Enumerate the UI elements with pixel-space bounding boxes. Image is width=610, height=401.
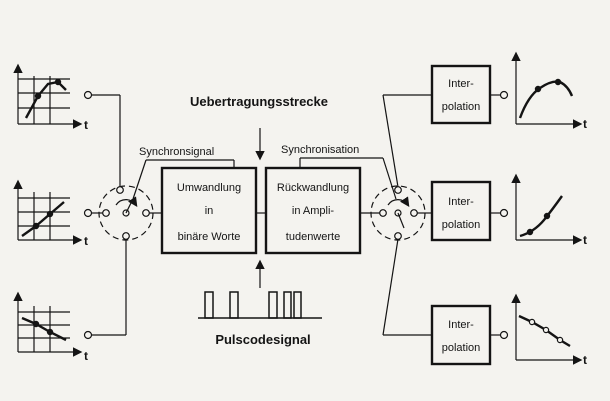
interpolation-2-line-2: polation — [442, 219, 481, 231]
interpolation-box-1 — [430, 64, 492, 125]
interpolation-3-line-2: polation — [442, 342, 481, 354]
sync-signal-label: Synchronsignal — [139, 146, 214, 158]
terminal-node — [499, 330, 509, 340]
input-signal-1-graph — [13, 63, 83, 129]
interpolation-3-line-1: Inter- — [448, 319, 474, 331]
transmission-path-label: Uebertragungsstrecke — [190, 94, 328, 109]
pcm-signal-label: Pulscodesignal — [215, 332, 310, 347]
t-axis-label: t — [583, 117, 587, 131]
t-axis-label: t — [84, 349, 88, 363]
output-signal-3-graph — [511, 293, 583, 365]
reconverter-line-2: in Ampli- — [292, 205, 335, 217]
terminal-node — [83, 330, 93, 340]
output-signal-2-graph — [511, 173, 583, 245]
synchronisation-label: Synchronisation — [281, 144, 359, 156]
terminal-node — [499, 208, 509, 218]
t-axis-label: t — [84, 234, 88, 248]
interpolation-box-2 — [430, 180, 492, 242]
input-signal-2-graph — [13, 179, 83, 245]
input-signal-3-graph — [13, 291, 83, 357]
t-axis-label: t — [583, 353, 587, 367]
terminal-node — [499, 90, 509, 100]
converter-box — [160, 166, 258, 255]
reconverter-box — [264, 166, 362, 255]
interpolation-2-line-1: Inter- — [448, 196, 474, 208]
interpolation-1-line-2: polation — [442, 101, 481, 113]
output-signal-1-graph — [511, 51, 583, 129]
converter-line-1: Umwandlung — [177, 182, 241, 194]
interpolation-box-3 — [430, 304, 492, 366]
pulse-code-waveform — [198, 291, 322, 319]
reconverter-line-1: Rückwandlung — [277, 182, 349, 194]
terminal-node — [83, 208, 93, 218]
converter-line-2: in — [205, 205, 214, 217]
terminal-node — [83, 90, 93, 100]
t-axis-label: t — [583, 233, 587, 247]
right-commutator — [370, 185, 426, 241]
left-commutator — [98, 185, 154, 241]
interpolation-1-line-1: Inter- — [448, 78, 474, 90]
converter-line-3: binäre Worte — [178, 231, 241, 243]
reconverter-line-3: tudenwerte — [286, 231, 340, 243]
t-axis-label: t — [84, 118, 88, 132]
